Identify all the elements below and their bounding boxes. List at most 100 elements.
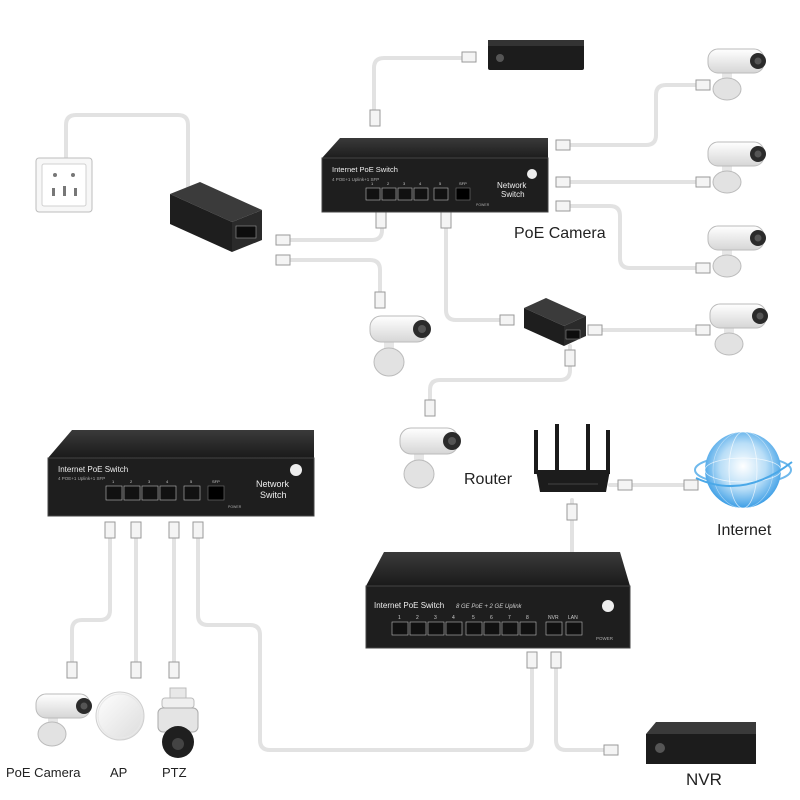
- sfp-port: [455, 187, 471, 201]
- cable-switch-injector2: [444, 218, 514, 322]
- port-label: 1: [398, 615, 401, 621]
- cable-nvr-top: [372, 56, 470, 120]
- ethernet-port: [397, 187, 413, 201]
- poe-injector: [170, 182, 262, 252]
- ethernet-port: [413, 187, 429, 201]
- cable-injector2-camera-left: [428, 344, 572, 412]
- connector: [168, 661, 180, 679]
- connector: [168, 521, 180, 539]
- connector: [587, 324, 603, 336]
- power-label: POWER: [596, 636, 614, 641]
- port-label: 1: [371, 181, 374, 186]
- switch-brand: Internet PoE Switch: [374, 601, 444, 610]
- label-ptz: PTZ: [162, 765, 187, 780]
- ethernet-port: [141, 485, 159, 501]
- label-ap: AP: [110, 765, 128, 780]
- brand-logo-icon: [290, 464, 302, 476]
- camera-right-2: [707, 141, 766, 194]
- connector: [374, 291, 386, 309]
- poe-injector-middle: [524, 298, 586, 346]
- label-nvr: NVR: [686, 770, 722, 789]
- port-label: 5: [190, 479, 193, 484]
- cable-switch-nvr: [554, 658, 614, 752]
- port-row: [365, 187, 471, 201]
- port-label: 5: [439, 181, 442, 186]
- switch-name-2: Switch: [501, 190, 525, 199]
- switch-brand: Internet PoE Switch: [58, 465, 128, 474]
- connector: [695, 262, 711, 274]
- cable-outlet-injector: [64, 113, 190, 190]
- access-point: [95, 691, 145, 741]
- connector: [617, 479, 633, 491]
- camera-lower-center: [399, 427, 461, 489]
- connector: [275, 254, 291, 266]
- connector: [440, 211, 452, 229]
- brand-logo-icon: [602, 600, 614, 612]
- cable-left-bottom: [196, 528, 534, 752]
- ethernet-port: [465, 621, 483, 636]
- connector: [66, 661, 78, 679]
- connector: [695, 324, 711, 336]
- connector: [369, 109, 381, 127]
- port-label: 3: [403, 181, 406, 186]
- connector: [555, 200, 571, 212]
- ethernet-port: [159, 485, 177, 501]
- port-label: 6: [490, 615, 493, 621]
- wall-outlet: [35, 157, 93, 213]
- ethernet-port: [433, 187, 449, 201]
- left-switch: Internet PoE Switch 4 POE+1 Uplink+1 SFP…: [47, 430, 315, 517]
- camera-right-1: [707, 48, 766, 101]
- connector: [695, 176, 711, 188]
- ethernet-port: [545, 621, 563, 636]
- connector: [695, 79, 711, 91]
- connector: [499, 314, 515, 326]
- connector: [461, 51, 477, 63]
- sfp-label: SFP: [459, 181, 467, 186]
- cable-left-cam: [70, 528, 112, 674]
- switch-name-2: Switch: [260, 490, 287, 500]
- cable-injector-camera: [284, 258, 382, 300]
- port-label: 7: [508, 615, 511, 621]
- top-switch: Internet PoE Switch 4 POE+1 Uplink+1 SFP…: [321, 138, 549, 213]
- switch-name-1: Network: [256, 479, 290, 489]
- label-router: Router: [464, 471, 513, 488]
- connector: [564, 349, 576, 367]
- connector: [275, 234, 291, 246]
- connector: [603, 744, 619, 756]
- connector: [555, 139, 571, 151]
- ethernet-port: [445, 621, 463, 636]
- port-label: LAN: [568, 615, 578, 621]
- ethernet-port: [365, 187, 381, 201]
- port-label: NVR: [548, 615, 559, 621]
- connector: [566, 503, 578, 521]
- port-label: 3: [434, 615, 437, 621]
- ethernet-port: [501, 621, 519, 636]
- camera-right-4: [709, 303, 768, 356]
- connector: [550, 651, 562, 669]
- power-label: POWER: [228, 505, 242, 509]
- ethernet-port: [409, 621, 427, 636]
- port-label: 4: [419, 181, 422, 186]
- connector: [192, 521, 204, 539]
- router: [534, 424, 610, 492]
- label-poe-camera-top: PoE Camera: [514, 225, 606, 242]
- label-internet: Internet: [717, 522, 772, 539]
- ethernet-port: [565, 621, 583, 636]
- port-label: 5: [472, 615, 475, 621]
- cable-injector-switch: [284, 218, 384, 242]
- port-label: 1: [112, 479, 115, 484]
- power-label: POWER: [476, 203, 490, 207]
- connector: [104, 521, 116, 539]
- internet-globe: [694, 431, 793, 509]
- port-row: [105, 485, 225, 501]
- connector: [555, 176, 571, 188]
- camera-bottom-left: [35, 693, 92, 747]
- brand-logo-icon: [527, 169, 537, 179]
- port-label: 4: [166, 479, 169, 484]
- ethernet-port: [381, 187, 397, 201]
- connector: [130, 661, 142, 679]
- connector: [130, 521, 142, 539]
- ethernet-port: [183, 485, 201, 501]
- ptz-camera: [157, 687, 199, 758]
